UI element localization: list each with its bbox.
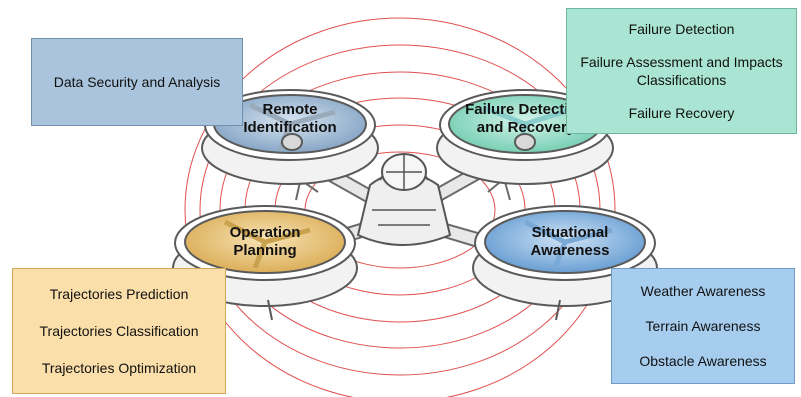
rotor-label-line: Awareness xyxy=(530,242,610,259)
rotor-label-line: Situational xyxy=(531,224,609,241)
rotor-label-planning: Operation Planning xyxy=(190,224,340,260)
drone-body xyxy=(356,153,452,246)
rotor-label-line: Identification xyxy=(243,119,337,136)
rotor-label-line: Remote xyxy=(262,101,318,118)
box-item: Obstacle Awareness xyxy=(639,353,767,370)
box-item: Failure Recovery xyxy=(628,104,735,121)
box-item: Trajectories Optimization xyxy=(41,360,197,377)
box-item: Failure Detection xyxy=(628,21,735,38)
box-item: Trajectories Classification xyxy=(39,322,199,339)
box-item: Weather Awareness xyxy=(640,282,766,299)
box-item-group: Failure Assessment and Impacts Classific… xyxy=(580,53,782,89)
signal-ring xyxy=(184,17,616,397)
box-item: Classifications xyxy=(636,71,727,88)
rotor-label-line: Operation xyxy=(229,224,301,241)
rotor-label-situational: Situational Awareness xyxy=(495,224,645,260)
rotor-label-line: Failure Detection xyxy=(465,101,587,118)
box-item: Trajectories Prediction xyxy=(49,285,189,302)
rotor-remote-identification xyxy=(201,89,379,185)
rotor-label-line: and Recovery xyxy=(476,119,576,136)
trajectories-box: Trajectories Prediction Trajectories Cla… xyxy=(12,268,226,394)
box-item: Data Security and Analysis xyxy=(53,74,221,90)
rotor-label-line: Planning xyxy=(233,242,297,259)
rotor-situational-awareness xyxy=(472,205,658,321)
data-security-box: Data Security and Analysis xyxy=(31,38,243,126)
awareness-box: Weather Awareness Terrain Awareness Obst… xyxy=(611,268,795,384)
rotor-operation-planning xyxy=(172,205,358,321)
box-item: Failure Assessment and Impacts xyxy=(580,53,783,70)
box-item: Terrain Awareness xyxy=(645,317,761,334)
failure-box: Failure Detection Failure Assessment and… xyxy=(566,8,797,134)
rotor-label-failure: Failure Detection and Recovery xyxy=(451,101,601,137)
rotor-label-remote: Remote Identification xyxy=(215,101,365,137)
